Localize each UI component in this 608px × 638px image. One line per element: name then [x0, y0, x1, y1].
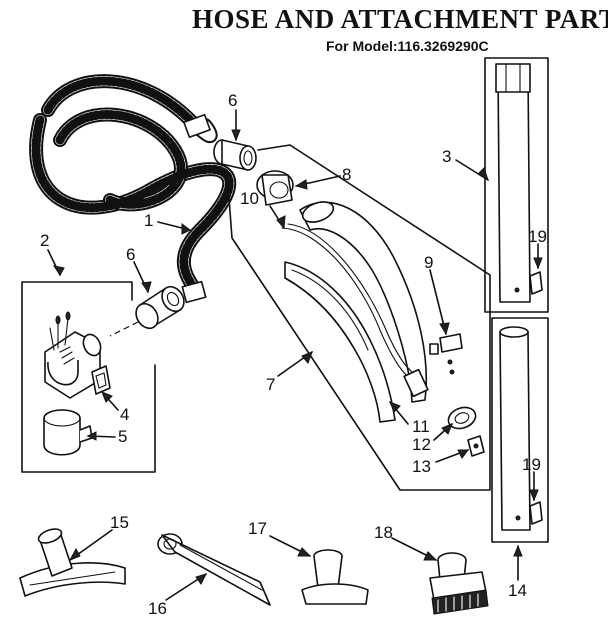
callout-14: 14: [508, 581, 527, 600]
callout-numbers: 1 2 3 4 5 6 6 7 8 9 10 11 12 13 14 15 16…: [40, 91, 547, 618]
callout-12: 12: [412, 435, 431, 454]
diagram-title: HOSE AND ATTACHMENT PARTS: [192, 4, 608, 34]
callout-2: 2: [40, 231, 49, 250]
hose-coil: [29, 74, 237, 304]
callout-19-lower: 19: [522, 455, 541, 474]
callout-18: 18: [374, 523, 393, 542]
model-subtitle: For Model:116.3269290C: [326, 38, 489, 54]
cuff-lower: [109, 285, 185, 337]
wand-lower: [491, 317, 549, 543]
callout-17: 17: [248, 519, 267, 538]
callout-1: 1: [144, 211, 153, 230]
floor-brush: [19, 528, 126, 597]
callout-8: 8: [342, 165, 351, 184]
callout-6-top: 6: [228, 91, 237, 110]
upholstery-tool: [301, 549, 369, 605]
cuff-top: [213, 139, 257, 171]
handle-assembly: [227, 144, 491, 491]
callout-19-upper: 19: [528, 227, 547, 246]
callout-6-lower: 6: [126, 245, 135, 264]
callout-16: 16: [148, 599, 167, 618]
callout-10: 10: [240, 189, 259, 208]
callout-11: 11: [412, 417, 430, 436]
leader-lines: [47, 109, 543, 601]
wand-upper: [484, 57, 549, 313]
callout-15: 15: [110, 513, 129, 532]
callout-4: 4: [120, 405, 129, 424]
callout-3: 3: [442, 147, 451, 166]
housing-assembly: [21, 281, 156, 473]
crevice-tool: [157, 533, 271, 606]
dusting-brush: [429, 552, 489, 615]
callout-7: 7: [266, 375, 275, 394]
callout-9: 9: [424, 253, 433, 272]
callout-5: 5: [118, 427, 127, 446]
callout-13: 13: [412, 457, 431, 476]
